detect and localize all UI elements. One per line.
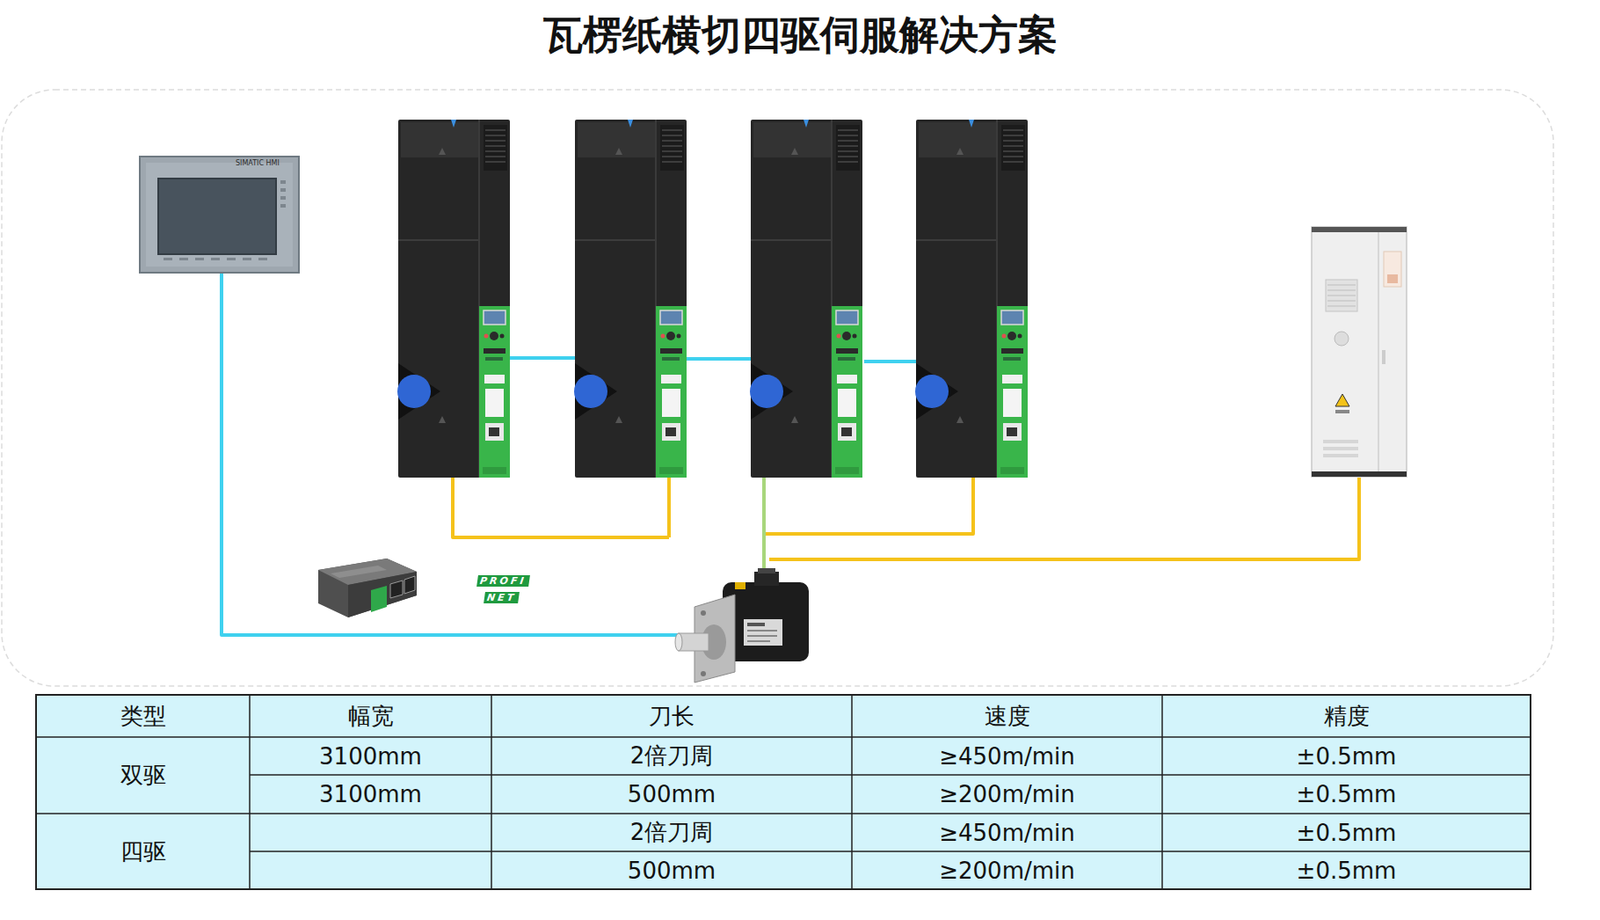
servo-drive — [915, 119, 1028, 478]
table-value: ±0.5mm — [1296, 780, 1397, 808]
table-value: ≥450m/min — [938, 742, 1076, 770]
table-value: 500mm — [627, 857, 716, 884]
table-header: 精度 — [1323, 700, 1370, 732]
network-module — [318, 558, 417, 618]
table-header: 刀长 — [648, 700, 695, 732]
table-value: ±0.5mm — [1296, 857, 1397, 884]
table-cell: 速度 — [851, 694, 1163, 737]
logo-text: PROFI — [476, 574, 530, 587]
table-cell: ≥450m/min — [851, 813, 1163, 851]
table-cell: 3100mm — [249, 774, 492, 814]
table-value: ≥200m/min — [938, 780, 1076, 808]
dashed-panel — [1, 89, 1554, 686]
servo-drive — [397, 119, 510, 478]
table-header: 幅宽 — [348, 700, 394, 732]
logo-text: NET — [483, 591, 520, 604]
table-cell: 类型 — [36, 694, 250, 737]
table-cell: ≥450m/min — [851, 736, 1163, 775]
table-cell: 500mm — [491, 850, 852, 889]
table-cell: 3100mm — [249, 736, 492, 775]
table-cell: 双驱 — [36, 736, 250, 814]
table-value: ±0.5mm — [1296, 819, 1397, 846]
table-cell: ≥200m/min — [851, 774, 1163, 814]
servo-drive — [574, 119, 687, 478]
table-cell: 2倍刀周 — [491, 736, 852, 775]
table-cell: 四驱 — [36, 813, 250, 889]
table-value: 双驱 — [120, 759, 167, 791]
table-value: ≥200m/min — [938, 857, 1076, 884]
table-value: ≥450m/min — [938, 819, 1076, 846]
table-cell: ±0.5mm — [1162, 850, 1531, 889]
table-value: 3100mm — [319, 742, 422, 770]
table-value: 500mm — [627, 780, 716, 808]
table-cell: ±0.5mm — [1162, 736, 1531, 775]
table-cell: 500mm — [491, 774, 852, 814]
table-value: ±0.5mm — [1296, 742, 1397, 770]
table-header: 类型 — [120, 700, 167, 732]
servo-motor — [675, 567, 809, 683]
table-value: 3100mm — [319, 780, 422, 808]
table-header: 速度 — [984, 700, 1031, 732]
device-brand: SIMATIC HMI — [235, 159, 280, 168]
table-cell: 刀长 — [491, 694, 852, 737]
title: 瓦楞纸横切四驱伺服解决方案 — [0, 8, 1600, 62]
spec-table — [36, 694, 1531, 889]
table-value: 2倍刀周 — [630, 816, 714, 848]
table-cell: 精度 — [1162, 694, 1531, 737]
power-cabinet — [1311, 226, 1407, 477]
table-cell: ±0.5mm — [1162, 813, 1531, 851]
table-cell: 2倍刀周 — [491, 813, 852, 851]
servo-drive — [749, 119, 863, 478]
hmi-panel — [139, 156, 299, 273]
table-cell: 幅宽 — [249, 694, 492, 737]
table-value: 2倍刀周 — [630, 740, 714, 771]
table-cell: ±0.5mm — [1162, 774, 1531, 814]
table-cell: ≥200m/min — [851, 850, 1163, 889]
table-value: 四驱 — [120, 836, 167, 867]
